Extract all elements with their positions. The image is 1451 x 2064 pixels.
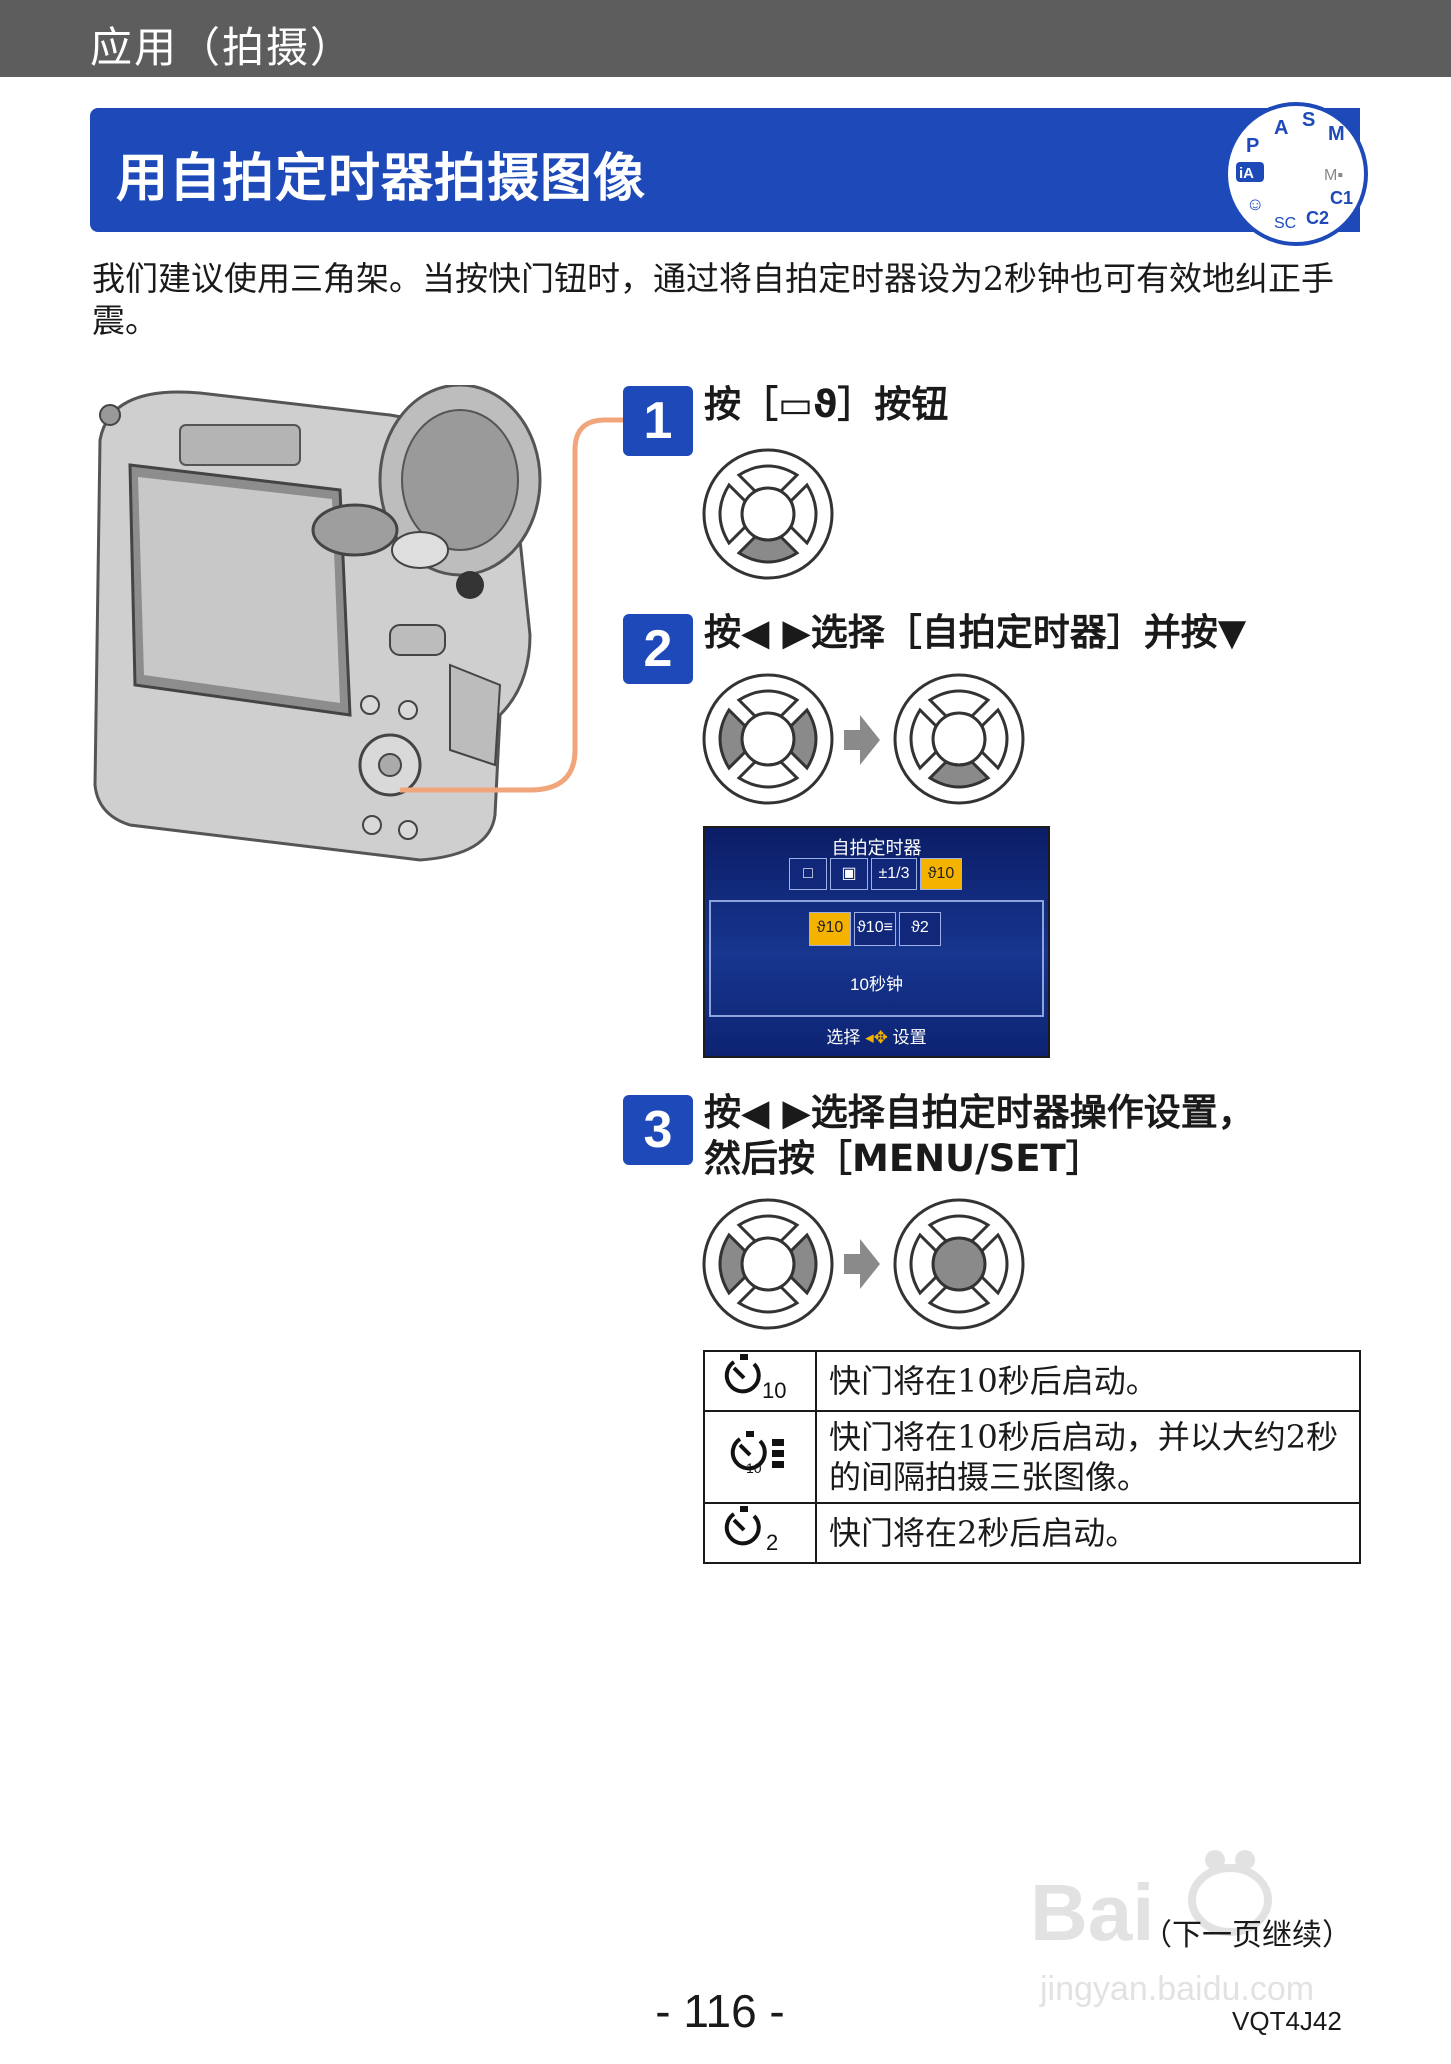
drive-mode-row: □ ▣ ±1/3 ϑ10	[789, 858, 965, 890]
cursor-pad-left-right-icon	[702, 1198, 834, 1330]
cursor-pad-down-icon	[702, 448, 834, 580]
menu-option-description: 10秒钟	[850, 975, 903, 994]
drive-mode-icon: ▭ϑ	[778, 383, 838, 426]
step-1-text-after: ］按钮	[837, 383, 949, 426]
timer-2s-icon: 2	[724, 1506, 778, 1555]
section-header-label: 应用（拍摄）	[90, 23, 355, 72]
intro-paragraph: 我们建议使用三角架。当按快门钮时，通过将自拍定时器设为2秒钟也可有效地纠正手震。	[92, 259, 1334, 340]
cursor-pad-small-icon: ◂✥	[865, 1028, 893, 1047]
timer-2s-icon: ϑ2	[899, 912, 941, 946]
callout-leader-line	[400, 417, 640, 793]
menu-footer-set: 设置	[892, 1028, 927, 1047]
self-timer-mode-icon: ϑ10	[920, 858, 962, 890]
option-description: 快门将在2秒后启动。	[815, 1502, 1361, 1564]
next-arrow-icon	[844, 1239, 880, 1289]
timer-10s-3-shots-icon: 10	[703, 1410, 817, 1504]
baidu-watermark-logo: Bai jingyan.baidu.com	[1030, 1850, 1314, 2008]
svg-text:iA: iA	[1239, 165, 1254, 182]
burst-mode-icon: ▣	[830, 858, 868, 890]
cursor-pad-center-icon	[893, 1198, 1025, 1330]
timer-10s-3-shots-icon: ϑ10≡	[854, 912, 896, 946]
next-arrow-icon	[844, 715, 880, 765]
section-header-bar: 应用（拍摄）	[0, 0, 1451, 77]
svg-text:☺: ☺	[1246, 194, 1264, 214]
svg-text:SC: SC	[1274, 215, 1296, 232]
step-3-badge: 3	[623, 1095, 693, 1165]
option-description: 快门将在10秒后启动。	[815, 1350, 1361, 1412]
table-row: 2 快门将在2秒后启动。	[703, 1502, 1361, 1564]
option-description: 快门将在10秒后启动，并以大约2秒的间隔拍摄三张图像。	[815, 1410, 1361, 1504]
svg-text:Bai: Bai	[1030, 1868, 1155, 1957]
timer-10s-label: 10	[762, 1378, 786, 1402]
cursor-pad-left-right-icon	[702, 673, 834, 805]
step-1-instruction: 按［▭ϑ］按钮	[704, 382, 948, 428]
menu-footer: 选择 ◂✥ 设置	[705, 1023, 1048, 1048]
self-timer-options-table: 10 快门将在10秒后启动。 10 快门将在10秒后启动，并以大约2秒的间隔拍摄…	[703, 1350, 1361, 1564]
timer-2s-label: 2	[766, 1530, 778, 1554]
svg-text:A: A	[1274, 117, 1288, 139]
step-2-badge: 2	[623, 614, 693, 684]
step-1-badge: 1	[623, 386, 693, 456]
svg-text:M▪: M▪	[1324, 167, 1343, 184]
step-2-instruction: 按◀ ▶选择［自拍定时器］并按▼	[704, 611, 1247, 654]
svg-text:C2: C2	[1306, 208, 1329, 228]
document-code: VQT4J42	[1232, 2006, 1342, 2036]
timer-10s-3-shots-icon: 10	[730, 1431, 784, 1476]
timer-10s-icon: ϑ10	[809, 912, 851, 946]
timer-10s-icon: 10	[703, 1350, 817, 1412]
page-number: - 116 -	[655, 1985, 785, 2037]
menu-footer-select: 选择	[826, 1028, 861, 1047]
svg-text:jingyan.baidu.com: jingyan.baidu.com	[1039, 1970, 1314, 2008]
step-3-line-1: 按◀ ▶选择自拍定时器操作设置，	[704, 1091, 1255, 1134]
svg-text:M: M	[1328, 123, 1345, 145]
svg-text:P: P	[1246, 135, 1259, 157]
svg-text:S: S	[1302, 109, 1315, 131]
timer-10s-icon: 10	[724, 1354, 786, 1403]
svg-text:C1: C1	[1330, 188, 1353, 208]
bracket-mode-icon: ±1/3	[871, 858, 917, 890]
cursor-pad-down-icon	[893, 673, 1025, 805]
self-timer-menu-screen: 自拍定时器 □ ▣ ±1/3 ϑ10 ϑ10 ϑ10≡ ϑ2 10秒钟 选择 ◂…	[703, 826, 1050, 1058]
menu-title: 自拍定时器	[831, 838, 922, 858]
continued-note: （下一页继续）	[1142, 1918, 1352, 1953]
table-row: 10 快门将在10秒后启动，并以大约2秒的间隔拍摄三张图像。	[703, 1410, 1361, 1504]
camera-illustration	[93, 385, 542, 862]
step-3-instruction: 按◀ ▶选择自拍定时器操作设置， 然后按［MENU/SET］	[704, 1090, 1255, 1182]
table-row: 10 快门将在10秒后启动。	[703, 1350, 1361, 1412]
menu-options-box	[709, 900, 1044, 1017]
step-3-line-2: 然后按［MENU/SET］	[704, 1137, 1103, 1180]
step-1-text-before: 按［	[704, 383, 778, 426]
page-title: 用自拍定时器拍摄图像	[116, 149, 647, 209]
page-title-banner: 用自拍定时器拍摄图像	[90, 108, 1360, 232]
single-mode-icon: □	[789, 858, 827, 890]
timer-2s-icon: 2	[703, 1502, 817, 1564]
timer-10s-3-shots-label: 10	[746, 1460, 762, 1476]
mode-dial-icon: A S M P iA M▪ ☺ SC C2 C1	[1224, 102, 1368, 246]
self-timer-options-row: ϑ10 ϑ10≡ ϑ2	[809, 912, 944, 946]
